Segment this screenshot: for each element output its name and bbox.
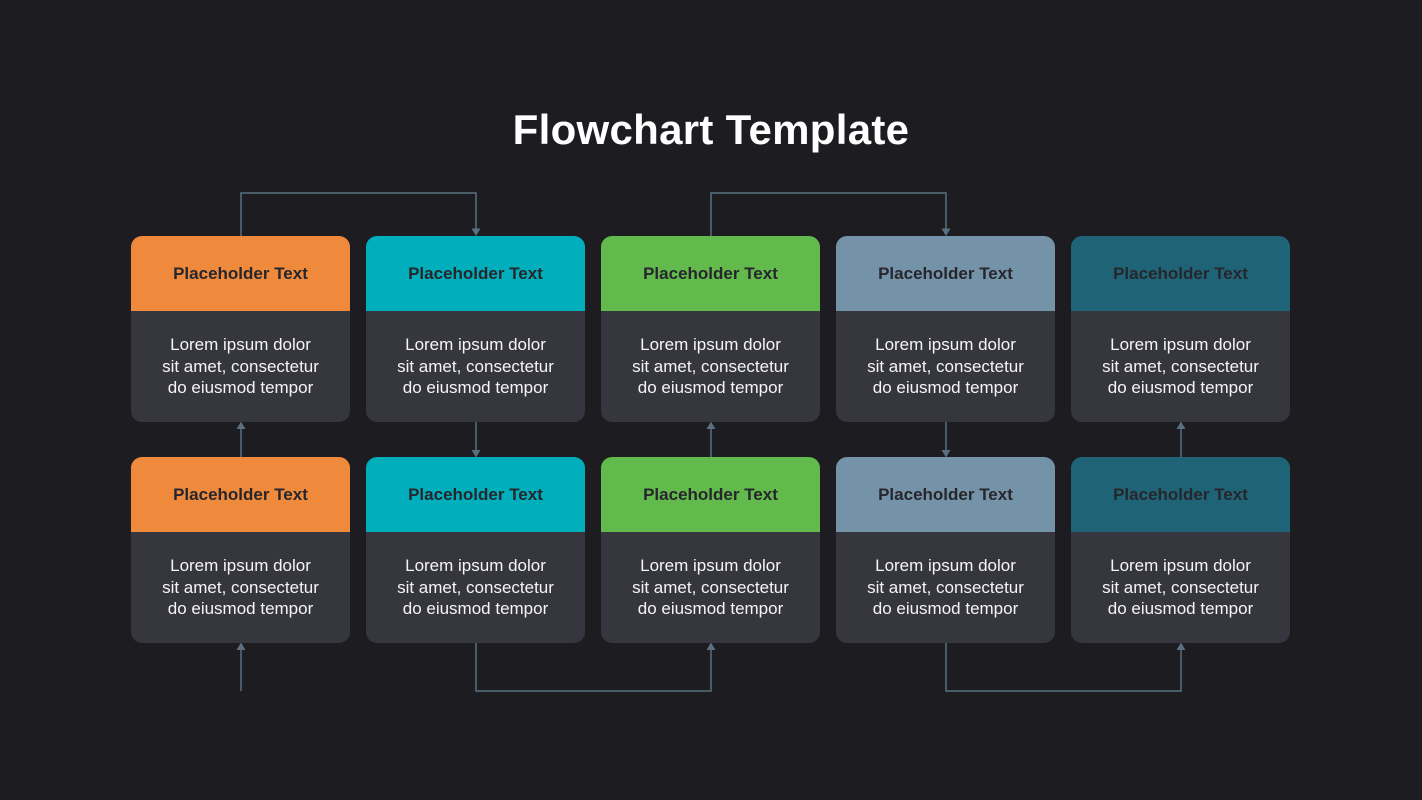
card-title: Placeholder Text <box>173 263 308 283</box>
card-row1-col2[interactable]: Placeholder Text Lorem ipsum dolor sit a… <box>366 236 585 422</box>
card-row2-col3[interactable]: Placeholder Text Lorem ipsum dolor sit a… <box>601 457 820 643</box>
card-body: Lorem ipsum dolor sit amet, consectetur … <box>836 311 1055 422</box>
connector-r2c4-to-r2c5 <box>945 643 1182 692</box>
connector-r1c3-to-r1c4 <box>710 192 947 236</box>
card-row1-col3[interactable]: Placeholder Text Lorem ipsum dolor sit a… <box>601 236 820 422</box>
card-header: Placeholder Text <box>601 236 820 311</box>
card-body-line: Lorem ipsum dolor <box>405 335 546 355</box>
card-body: Lorem ipsum dolor sit amet, consectetur … <box>1071 311 1290 422</box>
card-body-line: sit amet, consectetur <box>397 356 554 376</box>
card-title: Placeholder Text <box>1113 484 1248 504</box>
card-header: Placeholder Text <box>366 236 585 311</box>
arrowhead-down-icon <box>941 450 951 458</box>
card-row2-col4[interactable]: Placeholder Text Lorem ipsum dolor sit a… <box>836 457 1055 643</box>
card-header: Placeholder Text <box>1071 236 1290 311</box>
arrowhead-down-icon <box>471 228 481 236</box>
card-title: Placeholder Text <box>878 263 1013 283</box>
card-body-line: sit amet, consectetur <box>162 356 319 376</box>
card-header: Placeholder Text <box>1071 457 1290 532</box>
card-title: Placeholder Text <box>173 484 308 504</box>
card-row1-col5[interactable]: Placeholder Text Lorem ipsum dolor sit a… <box>1071 236 1290 422</box>
arrowhead-down-icon <box>941 228 951 236</box>
card-body-line: do eiusmod tempor <box>402 378 549 398</box>
connector-r1c1-to-r1c2 <box>240 192 477 236</box>
card-body-line: do eiusmod tempor <box>872 378 1019 398</box>
card-body-line: sit amet, consectetur <box>632 356 789 376</box>
card-body-line: Lorem ipsum dolor <box>170 335 311 355</box>
card-body-line: do eiusmod tempor <box>1107 599 1254 619</box>
card-row2-col5[interactable]: Placeholder Text Lorem ipsum dolor sit a… <box>1071 457 1290 643</box>
card-row1-col4[interactable]: Placeholder Text Lorem ipsum dolor sit a… <box>836 236 1055 422</box>
card-body: Lorem ipsum dolor sit amet, consectetur … <box>131 311 350 422</box>
card-body-line: sit amet, consectetur <box>867 577 1024 597</box>
connector-r2c2-to-r2c3 <box>475 643 712 692</box>
card-body: Lorem ipsum dolor sit amet, consectetur … <box>836 532 1055 643</box>
card-title: Placeholder Text <box>1113 263 1248 283</box>
card-body-line: do eiusmod tempor <box>637 599 784 619</box>
card-body-line: sit amet, consectetur <box>632 577 789 597</box>
card-header: Placeholder Text <box>601 457 820 532</box>
card-header: Placeholder Text <box>131 236 350 311</box>
card-body-line: sit amet, consectetur <box>397 577 554 597</box>
card-body: Lorem ipsum dolor sit amet, consectetur … <box>601 532 820 643</box>
card-body-line: do eiusmod tempor <box>167 378 314 398</box>
card-title: Placeholder Text <box>408 484 543 504</box>
card-body-line: sit amet, consectetur <box>1102 577 1259 597</box>
arrowhead-down-icon <box>471 450 481 458</box>
card-body-line: Lorem ipsum dolor <box>1110 556 1251 576</box>
card-body-line: sit amet, consectetur <box>1102 356 1259 376</box>
card-body-line: Lorem ipsum dolor <box>875 556 1016 576</box>
card-title: Placeholder Text <box>878 484 1013 504</box>
card-header: Placeholder Text <box>366 457 585 532</box>
card-body: Lorem ipsum dolor sit amet, consectetur … <box>366 532 585 643</box>
arrowhead-up-icon <box>236 642 246 650</box>
card-header: Placeholder Text <box>836 236 1055 311</box>
card-body-line: Lorem ipsum dolor <box>640 556 781 576</box>
card-title: Placeholder Text <box>408 263 543 283</box>
card-body: Lorem ipsum dolor sit amet, consectetur … <box>131 532 350 643</box>
card-title: Placeholder Text <box>643 484 778 504</box>
card-body-line: Lorem ipsum dolor <box>640 335 781 355</box>
card-body-line: Lorem ipsum dolor <box>170 556 311 576</box>
arrowhead-up-icon <box>706 421 716 429</box>
card-body: Lorem ipsum dolor sit amet, consectetur … <box>366 311 585 422</box>
card-header: Placeholder Text <box>131 457 350 532</box>
card-body: Lorem ipsum dolor sit amet, consectetur … <box>601 311 820 422</box>
card-body-line: Lorem ipsum dolor <box>875 335 1016 355</box>
card-body-line: do eiusmod tempor <box>1107 378 1254 398</box>
arrowhead-up-icon <box>706 642 716 650</box>
card-body-line: sit amet, consectetur <box>867 356 1024 376</box>
card-body-line: do eiusmod tempor <box>872 599 1019 619</box>
card-body-line: sit amet, consectetur <box>162 577 319 597</box>
card-title: Placeholder Text <box>643 263 778 283</box>
slide-title: Flowchart Template <box>512 106 910 153</box>
card-body: Lorem ipsum dolor sit amet, consectetur … <box>1071 532 1290 643</box>
card-body-line: Lorem ipsum dolor <box>1110 335 1251 355</box>
arrowhead-up-icon <box>1176 421 1186 429</box>
card-header: Placeholder Text <box>836 457 1055 532</box>
card-row2-col1[interactable]: Placeholder Text Lorem ipsum dolor sit a… <box>131 457 350 643</box>
arrowhead-up-icon <box>1176 642 1186 650</box>
arrowhead-up-icon <box>236 421 246 429</box>
card-body-line: do eiusmod tempor <box>167 599 314 619</box>
card-body-line: do eiusmod tempor <box>637 378 784 398</box>
card-body-line: do eiusmod tempor <box>402 599 549 619</box>
card-row1-col1[interactable]: Placeholder Text Lorem ipsum dolor sit a… <box>131 236 350 422</box>
card-row2-col2[interactable]: Placeholder Text Lorem ipsum dolor sit a… <box>366 457 585 643</box>
card-body-line: Lorem ipsum dolor <box>405 556 546 576</box>
